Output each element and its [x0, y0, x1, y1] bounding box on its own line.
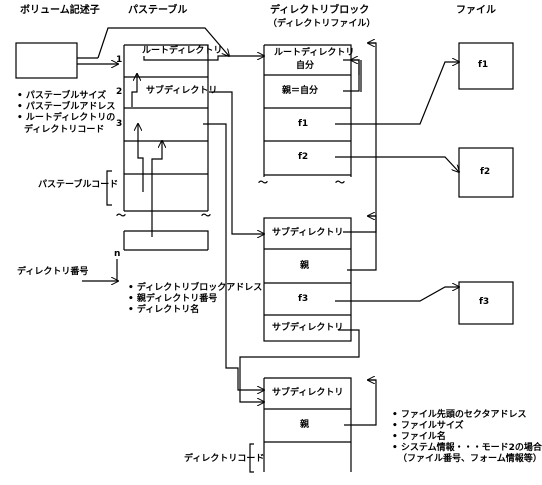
file-f1-box: [458, 42, 514, 90]
root-block-box: [263, 44, 352, 177]
list-item: ディレクトリ名: [128, 305, 262, 316]
volume-descriptor-box: [15, 42, 78, 79]
volume-descriptor-header: ボリューム記述子: [20, 5, 100, 16]
file-f2-box: [458, 147, 514, 198]
tilde-mark: ～: [258, 178, 268, 189]
file-f3-box: [458, 281, 514, 325]
file-items-cont: （ファイル番号、フォーム情報等）: [398, 454, 542, 464]
sub-block-2-sub-dir: サブディレクトリ: [272, 388, 344, 398]
file-f2-label: f2: [480, 167, 491, 177]
list-item: システム情報・・・モード2の場合: [392, 443, 542, 454]
tilde-mark: ～: [201, 211, 211, 222]
directory-file-header: （ディレクトリファイル）: [268, 19, 376, 29]
row-number-2: 2: [116, 87, 123, 97]
root-block-self: 自分: [296, 61, 315, 71]
directory-number-label: ディレクトリ番号: [17, 267, 89, 277]
file-f1-label: f1: [478, 60, 489, 70]
row-number-1: 1: [116, 55, 123, 65]
list-item: パステーブルサイズ: [17, 91, 115, 102]
sub-block-2-box: [263, 377, 352, 472]
list-item: ファイル先頭のセクタアドレス: [392, 410, 542, 421]
sub-block-sub-dir: サブディレクトリ: [272, 228, 344, 238]
volume-descriptor-item-cont: ディレクトリコード: [24, 125, 105, 135]
list-item: ルートディレクトリの: [17, 113, 115, 124]
path-table-record-label: パステーブルコード: [38, 180, 119, 190]
file-f3-label: f3: [479, 297, 490, 307]
file-items: ファイル先頭のセクタアドレス ファイルサイズ ファイル名 システム情報・・・モー…: [392, 410, 542, 454]
volume-descriptor-items: パステーブルサイズ パステーブルアドレス ルートディレクトリの: [17, 91, 115, 124]
list-item: ディレクトリブロックアドレス: [128, 283, 262, 294]
sub-block-parent: 親: [300, 261, 310, 271]
sub-block-f3: f3: [298, 294, 309, 304]
list-item: ファイル名: [392, 432, 542, 443]
tilde-mark: ～: [335, 178, 345, 189]
list-item: パステーブルアドレス: [17, 102, 115, 113]
list-item: 親ディレクトリ番号: [128, 294, 262, 305]
row-number-3: 3: [116, 119, 123, 129]
root-block-parent-self: 親＝自分: [282, 86, 319, 96]
sub-block-2-record-label: ディレクトリコード: [184, 454, 265, 464]
directory-block-header: ディレクトリブロック: [270, 5, 370, 16]
path-table-box: [123, 44, 209, 251]
sub-block-sub-dir-bottom: サブディレクトリ: [272, 323, 344, 333]
sub-block-box: [263, 217, 352, 342]
file-header: ファイル: [456, 5, 496, 16]
path-entry-sub: サブディレクトリ: [146, 86, 218, 96]
list-item: ファイルサイズ: [392, 421, 542, 432]
sub-block-2-parent: 親: [300, 420, 310, 430]
row-number-n: n: [114, 249, 121, 259]
tilde-mark: ～: [116, 211, 126, 222]
root-block-f1: f1: [298, 119, 309, 129]
root-block-root-dir: ルートディレクトリ: [274, 48, 355, 58]
path-entry-root: ルートディレクトリ: [142, 46, 223, 56]
path-table-items: ディレクトリブロックアドレス 親ディレクトリ番号 ディレクトリ名: [128, 283, 262, 316]
path-table-header: パステーブル: [128, 5, 188, 16]
root-block-f2: f2: [298, 152, 309, 162]
